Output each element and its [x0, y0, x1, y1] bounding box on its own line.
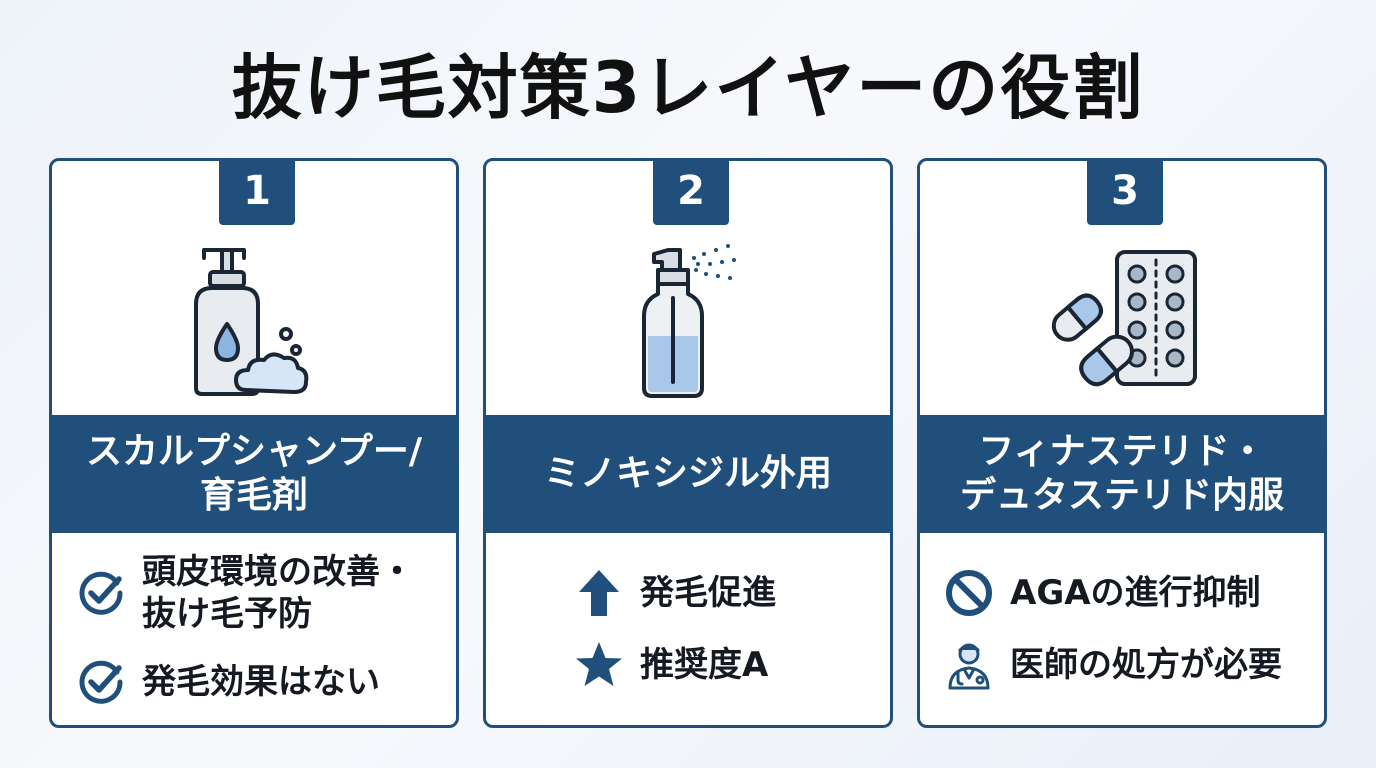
card-shampoo: 1 スカルプシャンプー/ 育毛剤: [49, 158, 459, 728]
illustration-area: [920, 229, 1324, 415]
point-text: 推奨度A: [640, 645, 769, 685]
heading-line: フィナステリド・: [978, 431, 1266, 472]
card-heading: スカルプシャンプー/ 育毛剤: [52, 415, 456, 533]
list-item: 頭皮環境の改善・ 抜け毛予防: [76, 551, 436, 635]
point-text: 医師の処方が必要: [1010, 645, 1282, 685]
check-circle-icon: [76, 568, 126, 618]
card-heading: ミノキシジル外用: [486, 415, 890, 533]
star-icon: [574, 640, 624, 690]
point-list: 発毛促進 推奨度A: [486, 533, 890, 725]
check-circle-icon: [76, 657, 126, 707]
card-number-badge: 2: [653, 161, 729, 225]
card-finasteride: 3: [917, 158, 1327, 728]
shampoo-bottle-icon: [194, 248, 309, 396]
point-list: AGAの進行抑制 医師の処方が必要: [920, 533, 1324, 725]
list-item: 医師の処方が必要: [944, 640, 1304, 690]
list-item: AGAの進行抑制: [944, 568, 1304, 618]
card-minoxidil: 2 ミノキシジル外用: [483, 158, 893, 728]
point-text: 発毛効果はない: [142, 662, 380, 702]
card-number-badge: 1: [219, 161, 295, 225]
heading-line: デュタステリド内服: [959, 475, 1284, 516]
list-item: 発毛効果はない: [76, 657, 436, 707]
arrow-up-icon: [574, 568, 624, 618]
illustration-area: [486, 229, 890, 415]
list-item: 推奨度A: [574, 640, 870, 690]
pills-blister-pack-icon: [1051, 250, 1197, 387]
heading-line: ミノキシジル外用: [543, 453, 832, 494]
point-text: 発毛促進: [640, 573, 776, 613]
point-text: 頭皮環境の改善・: [142, 552, 414, 592]
heading-line: 育毛剤: [199, 475, 308, 516]
card-number-badge: 3: [1087, 161, 1163, 225]
heading-line: スカルプシャンプー/: [85, 431, 423, 472]
page-title: 抜け毛対策3レイヤーの役割: [231, 47, 1145, 129]
point-text: AGAの進行抑制: [1010, 573, 1261, 613]
point-list: 頭皮環境の改善・ 抜け毛予防 発毛効果はない: [52, 533, 456, 725]
point-text: 抜け毛予防: [142, 594, 312, 634]
doctor-icon: [944, 640, 994, 690]
card-heading: フィナステリド・ デュタステリド内服: [920, 415, 1324, 533]
prohibited-icon: [944, 568, 994, 618]
spray-bottle-icon: [642, 244, 736, 398]
illustration-area: [52, 229, 456, 415]
list-item: 発毛促進: [574, 568, 870, 618]
